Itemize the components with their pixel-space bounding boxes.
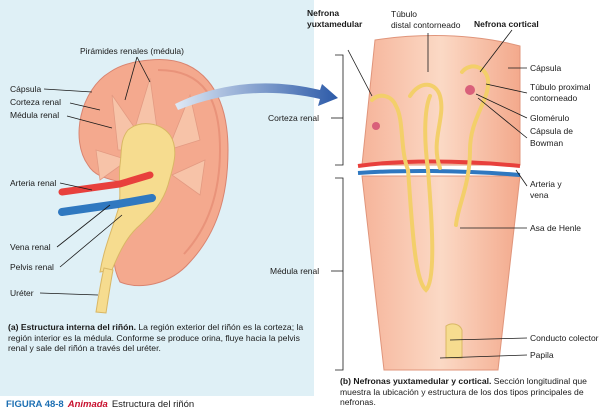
label-renal-pelvis: Pelvis renal (10, 262, 54, 272)
label-renal-artery: Arteria renal (10, 178, 57, 188)
figure-number: FIGURA 48-8 (6, 399, 64, 410)
label-medulla-left: Médula renal (10, 110, 60, 120)
label-papilla: Papila (530, 350, 554, 360)
kidney-outer-capsule (157, 69, 222, 255)
label-renal-pyramids: Pirámides renales (médula) (80, 46, 184, 56)
label-artery-vein-2: vena (530, 190, 549, 200)
label-cortex-left: Corteza renal (10, 97, 62, 107)
renal-pyramid (171, 159, 206, 196)
figure-title: Estructura del riñón (111, 399, 195, 410)
caption-b-text: Sección longitudinal que muestra la ubic… (340, 376, 587, 408)
label-capsule-left: Cápsula (10, 84, 42, 94)
juxtamedullary-nephron (370, 82, 444, 293)
label-distal-tubule-2: distal contorneado (391, 20, 461, 30)
arcuate-vein (357, 168, 521, 177)
caption-panel-b: (b) Nefronas yuxtamedular y cortical. Se… (340, 376, 608, 408)
label-ureter: Uréter (10, 288, 34, 298)
collecting-duct (445, 323, 463, 359)
animated-badge: Animada (67, 399, 108, 410)
label-capsule-right: Cápsula (530, 63, 562, 73)
label-cortex-right: Corteza renal (268, 113, 320, 123)
caption-b-heading: (b) Nefronas yuxtamedular y cortical. (340, 376, 492, 386)
label-cortical-nephron: Nefrona cortical (474, 19, 539, 29)
nephron-block (357, 35, 521, 371)
cortical-nephron (454, 64, 491, 227)
label-collecting-duct: Conducto colector (530, 333, 599, 343)
label-juxtamedullary-nephron-1: Nefrona (307, 8, 340, 18)
leader-lines (39, 29, 528, 371)
kidney-cross-section (58, 59, 229, 314)
label-bowman-capsule-2: Bowman (530, 138, 564, 148)
caption-a-text: La región exterior del riñón es la corte… (8, 322, 304, 354)
label-proximal-tubule-2: contorneado (530, 93, 578, 103)
label-bowman-capsule-1: Cápsula de (530, 126, 574, 136)
label-artery-vein-1: Arteria y (530, 179, 562, 189)
glomerulus (372, 122, 380, 130)
label-distal-tubule-1: Túbulo (391, 9, 417, 19)
label-proximal-tubule-1: Túbulo proximal (530, 82, 591, 92)
label-renal-vein: Vena renal (10, 242, 51, 252)
arcuate-artery (357, 159, 521, 168)
label-glomerulus: Glomérulo (530, 113, 570, 123)
zoom-arrow (175, 83, 338, 110)
renal-pyramid (167, 93, 201, 151)
ureter (95, 267, 114, 314)
renal-vein (58, 194, 156, 216)
renal-artery (58, 171, 154, 196)
medulla-block (361, 175, 521, 371)
caption-a-heading: (a) Estructura interna del riñón. (8, 322, 136, 332)
label-juxtamedullary-nephron-2: yuxtamedular (307, 19, 363, 29)
glomerulus (465, 85, 475, 95)
renal-pyramid (95, 149, 129, 181)
caption-panel-a: (a) Estructura interna del riñón. La reg… (8, 322, 304, 354)
label-medulla-right: Médula renal (270, 266, 320, 276)
label-loop-of-henle: Asa de Henle (530, 223, 582, 233)
